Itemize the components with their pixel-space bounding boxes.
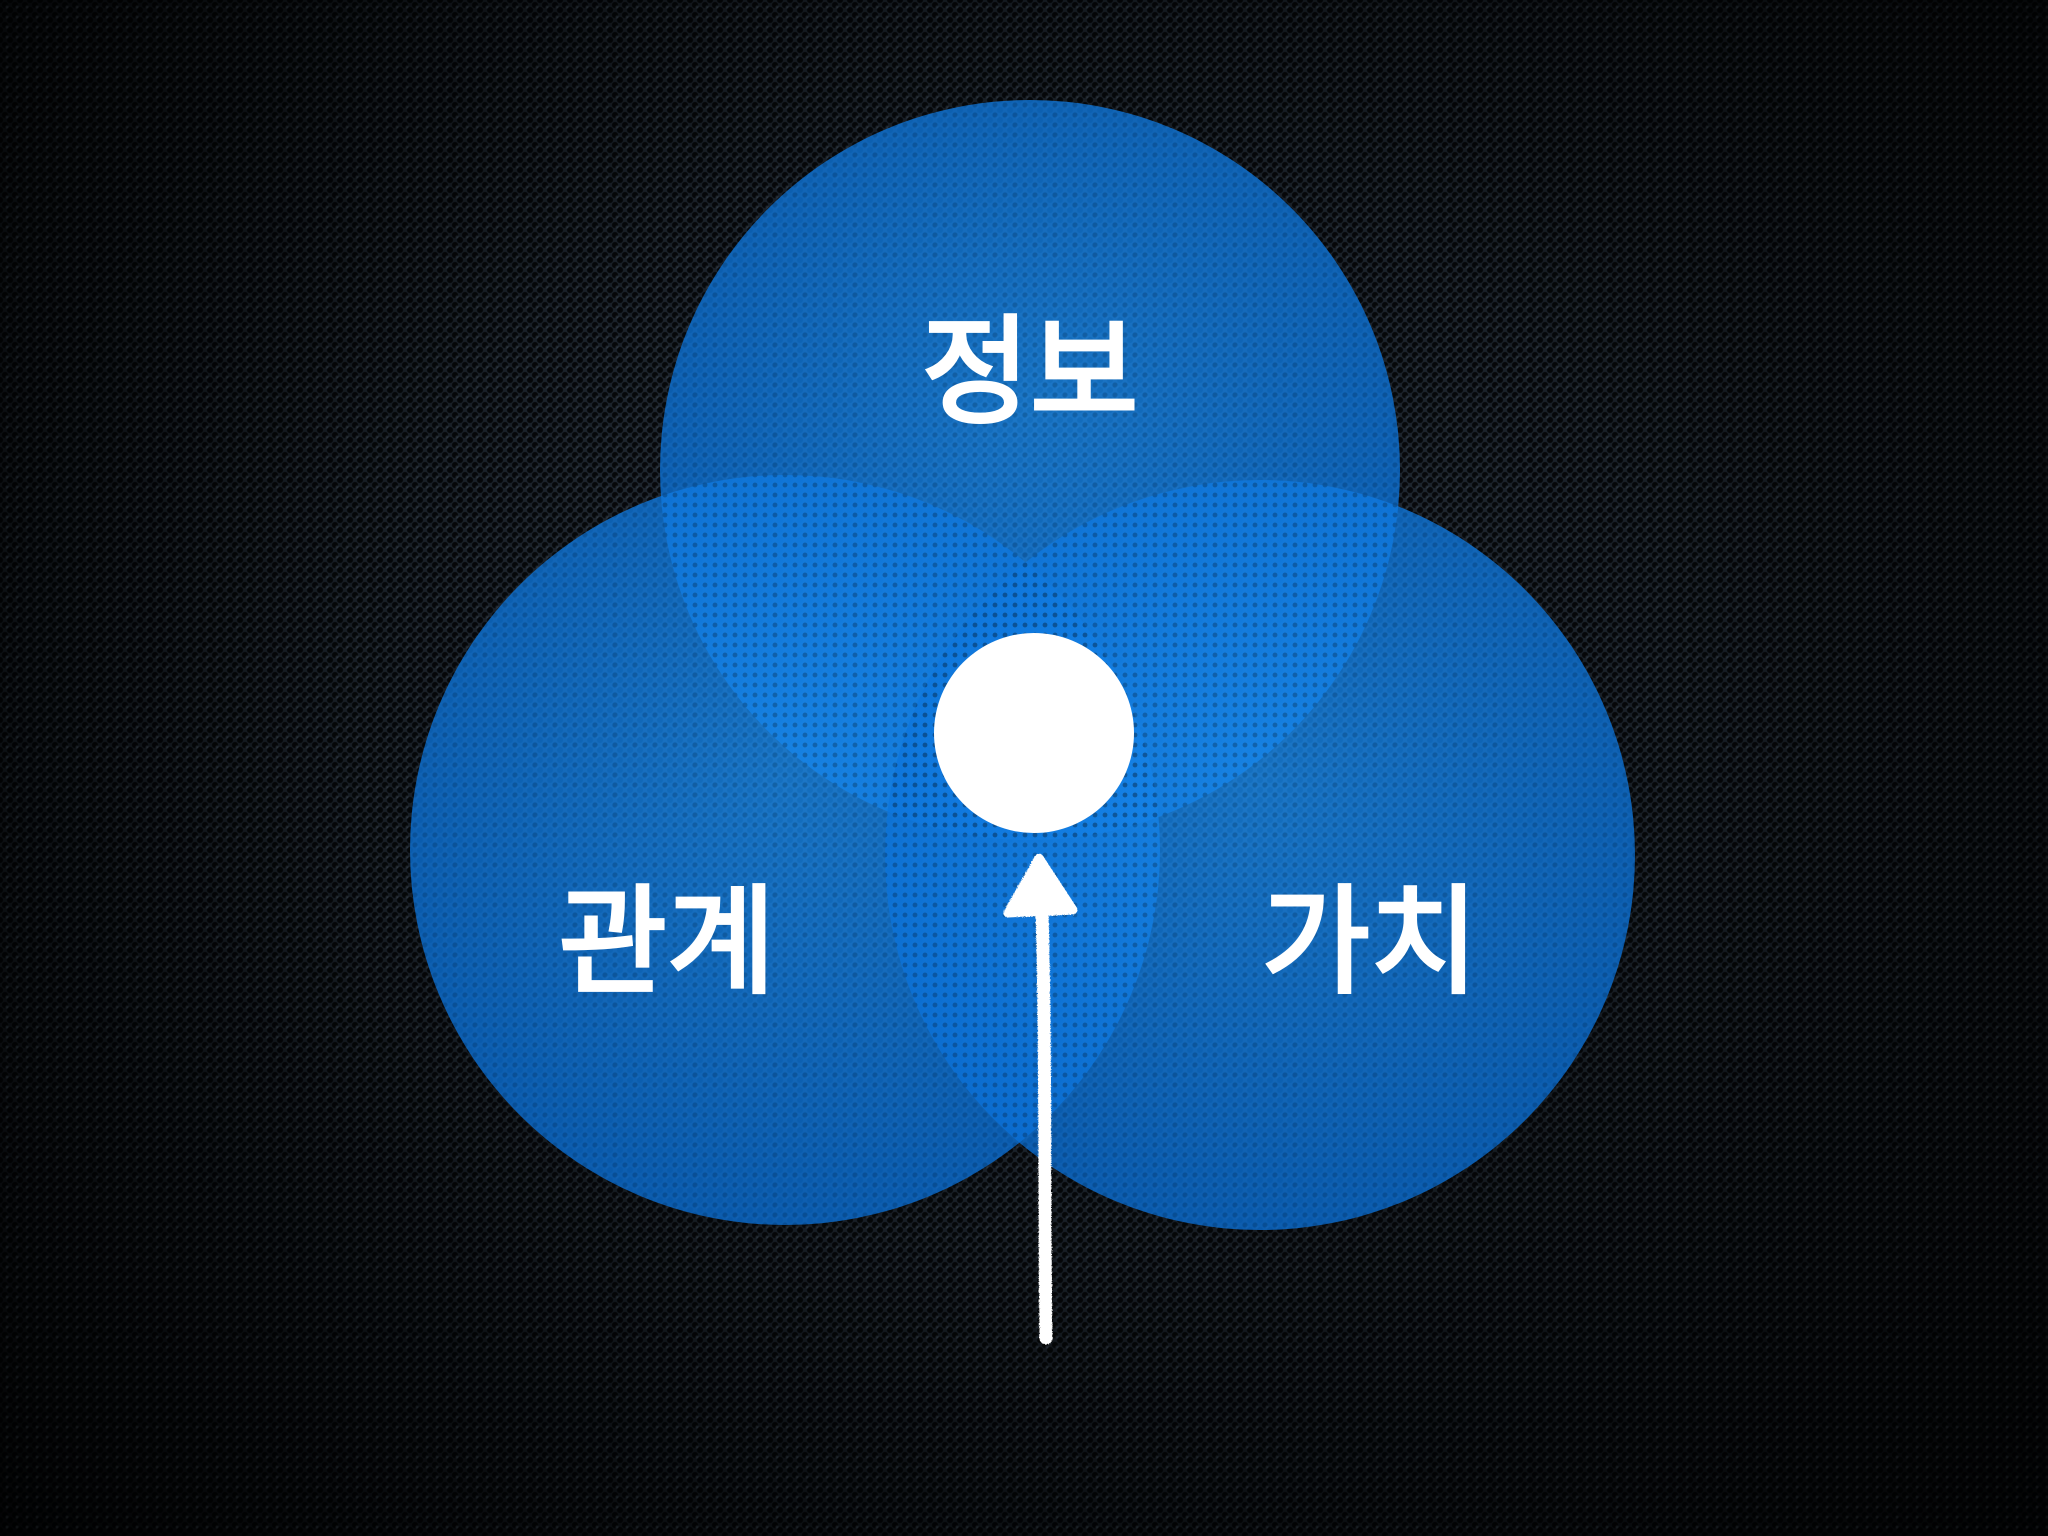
label-right: 가치: [1261, 873, 1478, 1011]
label-left: 관계: [558, 873, 775, 1011]
arrow-up-icon: [1003, 853, 1078, 1345]
center-dot: [934, 633, 1134, 833]
label-top: 정보: [921, 303, 1138, 441]
